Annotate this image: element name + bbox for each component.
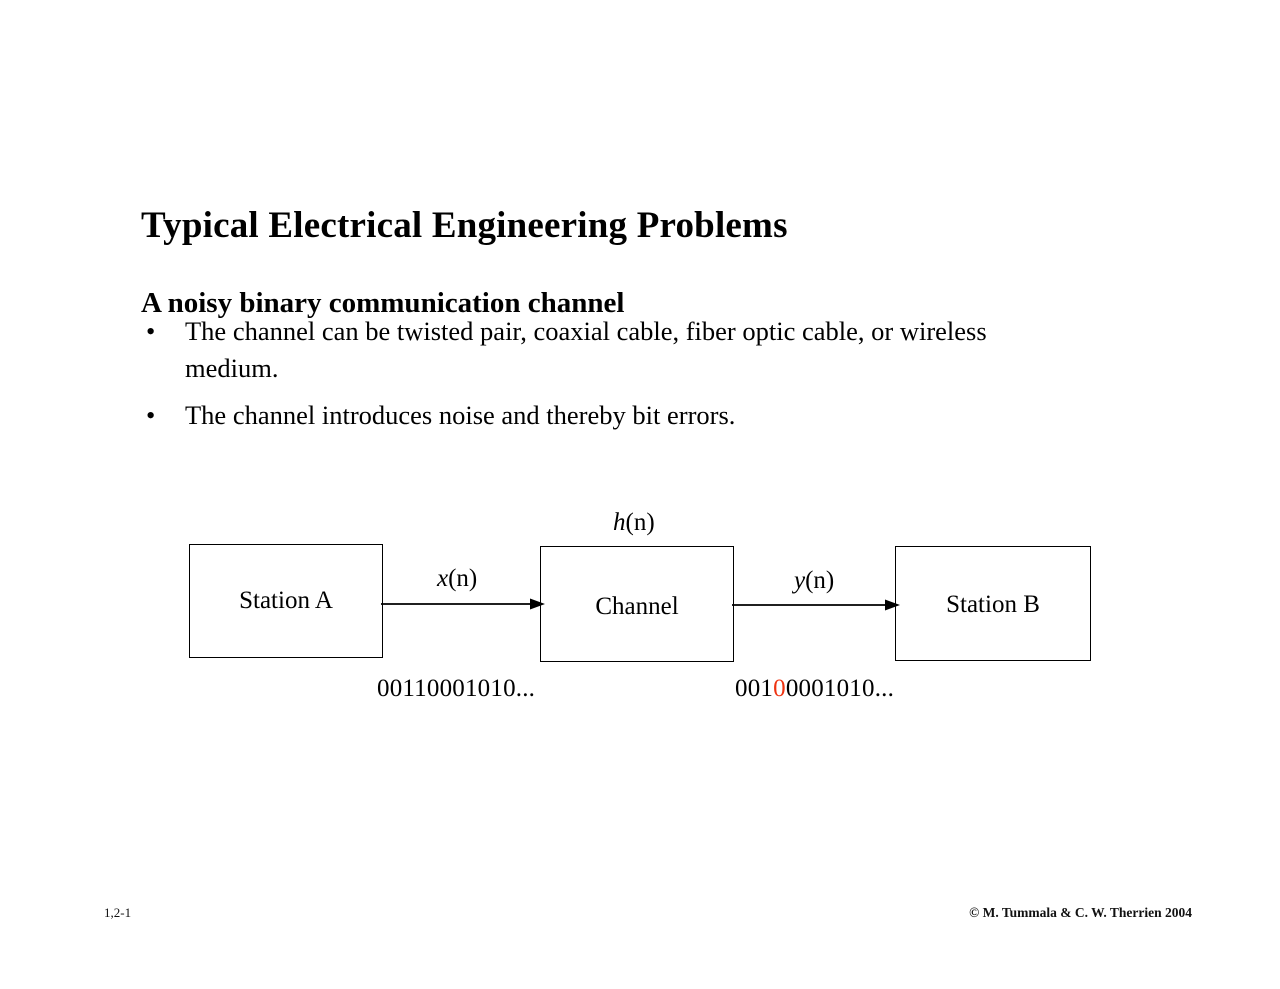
transmitted-bitstream: 00110001010... [377, 675, 536, 702]
received-bits-suffix: 0001010... [785, 675, 895, 702]
diagram-block-station-b[interactable]: Station B [895, 546, 1091, 661]
copyright-notice: © M. Tummala & C. W. Therrien 2004 [969, 905, 1192, 920]
received-bit-error: 0 [773, 675, 786, 702]
signal-variable-x: x [437, 565, 449, 592]
arrow-channel-to-station-b-icon [732, 599, 900, 611]
signal-label-x: x(n) [437, 566, 477, 591]
received-bitstream: 00100001010... [735, 676, 894, 701]
arrow-station-a-to-channel-icon [381, 598, 545, 610]
page-marker: 1,2-1 [104, 905, 132, 920]
bullet-item-1: • The channel can be twisted pair, coaxi… [141, 313, 1071, 387]
signal-argument-h: (n) [625, 509, 655, 536]
signal-variable-y: y [794, 567, 806, 594]
signal-variable-h: h [613, 509, 626, 536]
diagram-block-channel[interactable]: Channel [540, 546, 734, 662]
signal-argument-x: (n) [448, 565, 478, 592]
received-bits-prefix: 001 [735, 675, 774, 702]
page-title: Typical Electrical Engineering Problems [141, 204, 788, 246]
bullet-text-2: The channel introduces noise and thereby… [185, 400, 736, 430]
signal-label-y: y(n) [794, 568, 834, 593]
signal-label-h: h(n) [613, 510, 655, 535]
bullet-marker-icon: • [146, 316, 156, 346]
bullet-item-2: • The channel introduces noise and there… [141, 397, 1071, 434]
diagram-block-label: Station A [239, 586, 333, 614]
slide-subtitle: A noisy binary communication channel [141, 287, 625, 320]
signal-argument-y: (n) [805, 567, 835, 594]
diagram-block-label: Station B [946, 591, 1040, 618]
diagram-block-label: Channel [595, 592, 679, 620]
bullet-marker-icon: • [146, 400, 156, 430]
bullet-list: • The channel can be twisted pair, coaxi… [141, 313, 1071, 444]
bullet-text-1: The channel can be twisted pair, coaxial… [185, 316, 987, 383]
diagram-block-station-a[interactable]: Station A [189, 544, 383, 658]
